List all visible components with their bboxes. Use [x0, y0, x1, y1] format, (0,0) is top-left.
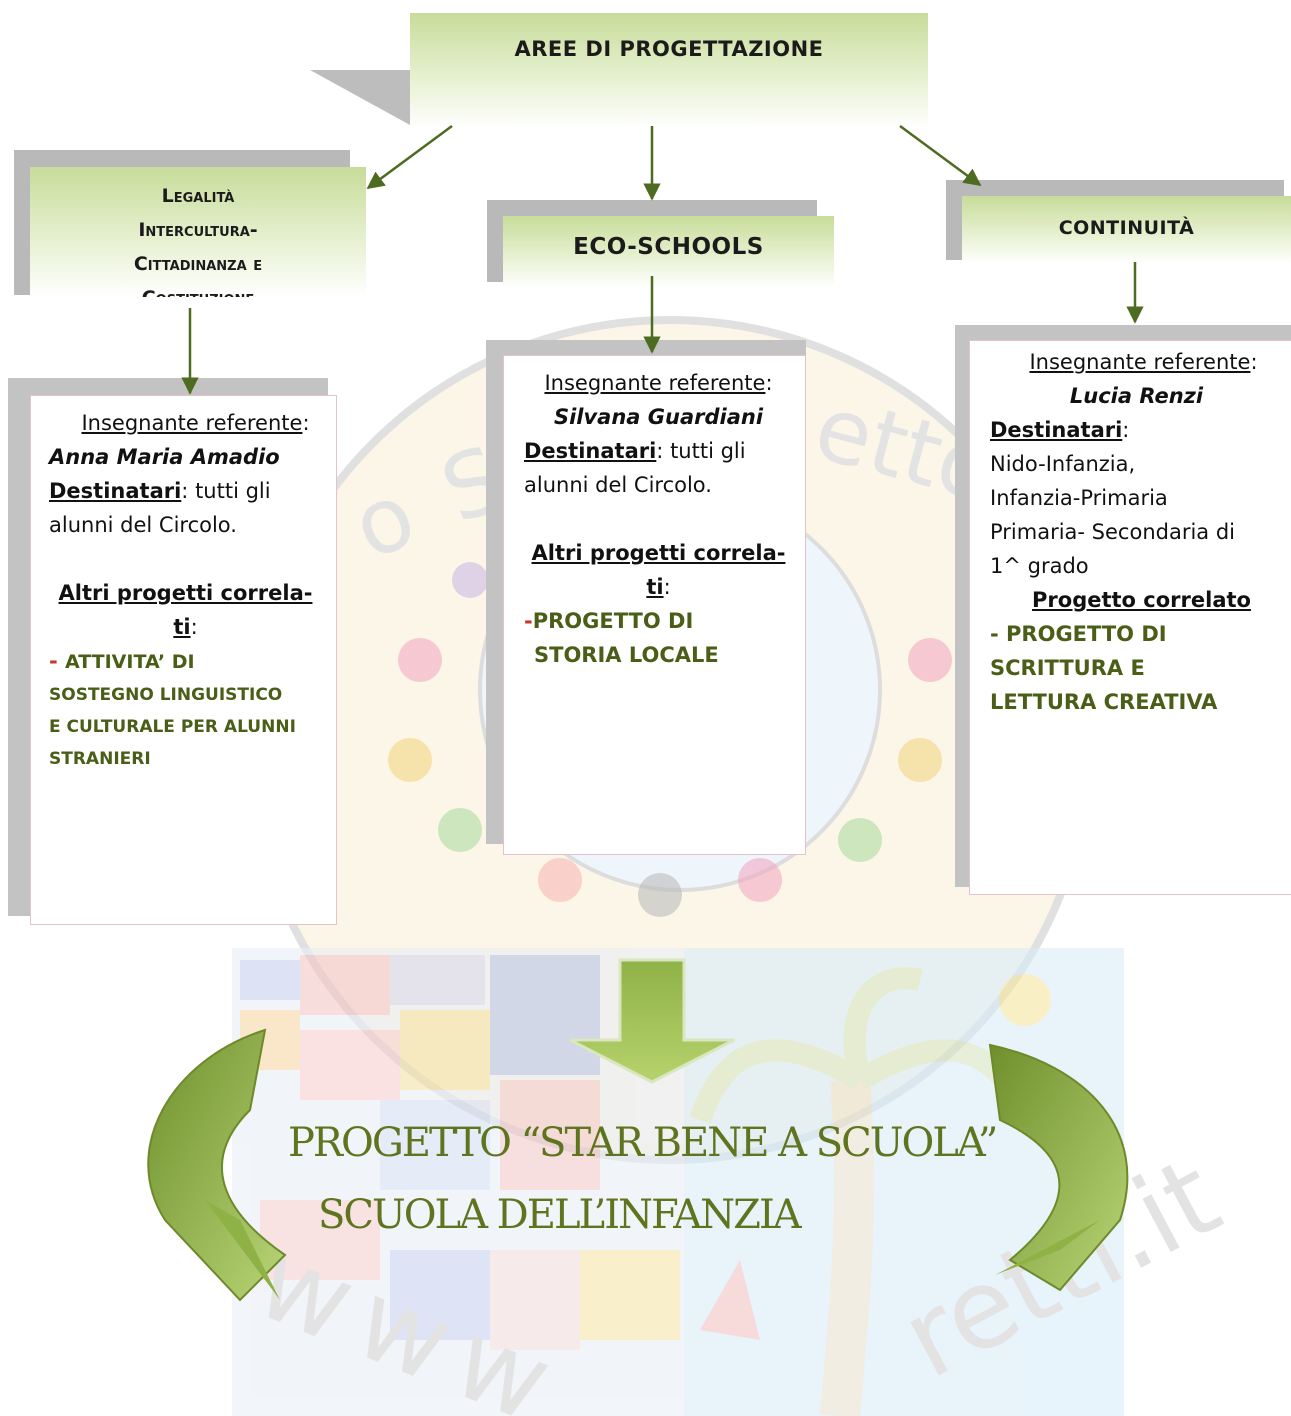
card3-referent-label: Insegnante referente	[1029, 350, 1251, 374]
card2-related-item: STORIA LOCALE	[534, 643, 719, 667]
area2-header-box: ECO-SCHOOLS	[503, 216, 834, 288]
card3-recipients-row: Destinatari:	[990, 418, 1130, 442]
area3-header-box: CONTINUITÀ	[962, 196, 1291, 264]
area1-header-box: Legalità Intercultura- Cittadinanza e Co…	[30, 167, 366, 297]
card2-recipients-row: Destinatari: tutti gli	[524, 439, 746, 463]
card1-referent-label: Insegnante referente	[81, 411, 303, 435]
card2-related-label-2: ti	[646, 575, 664, 599]
card3-related-item: - PROGETTO DI	[990, 622, 1167, 646]
card1-related-label-row: ti:	[173, 615, 198, 639]
children-ring-image	[388, 562, 952, 917]
project-subtitle: SCUOLA DELL’INFANZIA	[318, 1192, 802, 1238]
card1-recipients-text: tutti gli	[195, 479, 271, 503]
card1-referent-row: Insegnante referente:	[81, 411, 310, 435]
card2-related-item: PROGETTO DI	[532, 609, 694, 633]
card3-related-label: Progetto correlato	[1032, 588, 1251, 612]
card2-related-label: Altri progetti correla-	[531, 541, 786, 565]
card2-related-row: -PROGETTO DI	[524, 609, 694, 633]
area1-title-line: Cittadinanza e	[133, 253, 263, 275]
card3-related-item: LETTURA CREATIVA	[990, 690, 1218, 714]
card3: Insegnante referente: Lucia Renzi Destin…	[969, 340, 1291, 895]
area1-title-line: Costituzione	[142, 281, 255, 297]
main-header-box: AREE DI PROGETTAZIONE	[410, 13, 928, 128]
beach-image	[684, 948, 1124, 1416]
area1-title-line: Intercultura-	[138, 219, 258, 241]
main-header-title: AREE DI PROGETTAZIONE	[514, 37, 824, 61]
card1-recipients-text-2: alunni del Circolo.	[49, 513, 237, 537]
card3-recipient: Nido-Infanzia,	[990, 452, 1136, 476]
card2-recipients-label: Destinatari	[524, 439, 657, 463]
card3-recipient: Infanzia-Primaria	[990, 486, 1168, 510]
card2-related-label-row: ti:	[646, 575, 671, 599]
project-title: PROGETTO “STAR BENE A SCUOLA”	[288, 1120, 998, 1166]
card2-referent-label: Insegnante referente	[544, 371, 766, 395]
card1-recipients-label: Destinatari	[49, 479, 182, 503]
card2-referent-name: Silvana Guardiani	[553, 405, 764, 429]
card3-referent-name: Lucia Renzi	[1069, 384, 1204, 408]
card3-recipients-label: Destinatari	[990, 418, 1123, 442]
area2-title: ECO-SCHOOLS	[573, 234, 764, 260]
card1: Insegnante referente: Anna Maria Amadio …	[30, 395, 337, 925]
card3-referent-row: Insegnante referente:	[1029, 350, 1258, 374]
card1-related-row: - ATTIVITA’ DI	[49, 649, 195, 673]
card2-recipients-text: tutti gli	[670, 439, 746, 463]
card1-recipients-row: Destinatari: tutti gli	[49, 479, 271, 503]
card1-related-item: STRANIERI	[49, 749, 151, 769]
card1-related-label-2: ti	[173, 615, 191, 639]
area3-title: CONTINUITÀ	[1058, 217, 1195, 239]
card3-related-item: SCRITTURA E	[990, 656, 1145, 680]
area1-title-line: Legalità	[161, 185, 235, 207]
card2: Insegnante referente: Silvana Guardiani …	[503, 355, 806, 855]
card1-related-item: E CULTURALE PER ALUNNI	[49, 717, 296, 737]
card3-recipient: Primaria- Secondaria di	[990, 520, 1236, 544]
card1-referent-name: Anna Maria Amadio	[49, 445, 280, 469]
card1-related-label: Altri progetti correla-	[58, 581, 313, 605]
card2-recipients-text-2: alunni del Circolo.	[524, 473, 712, 497]
card2-referent-row: Insegnante referente:	[544, 371, 773, 395]
card3-recipient: 1^ grado	[990, 554, 1089, 578]
card1-related-item: SOSTEGNO LINGUISTICO	[49, 685, 283, 705]
card1-related-item: ATTIVITA’ DI	[65, 651, 195, 673]
